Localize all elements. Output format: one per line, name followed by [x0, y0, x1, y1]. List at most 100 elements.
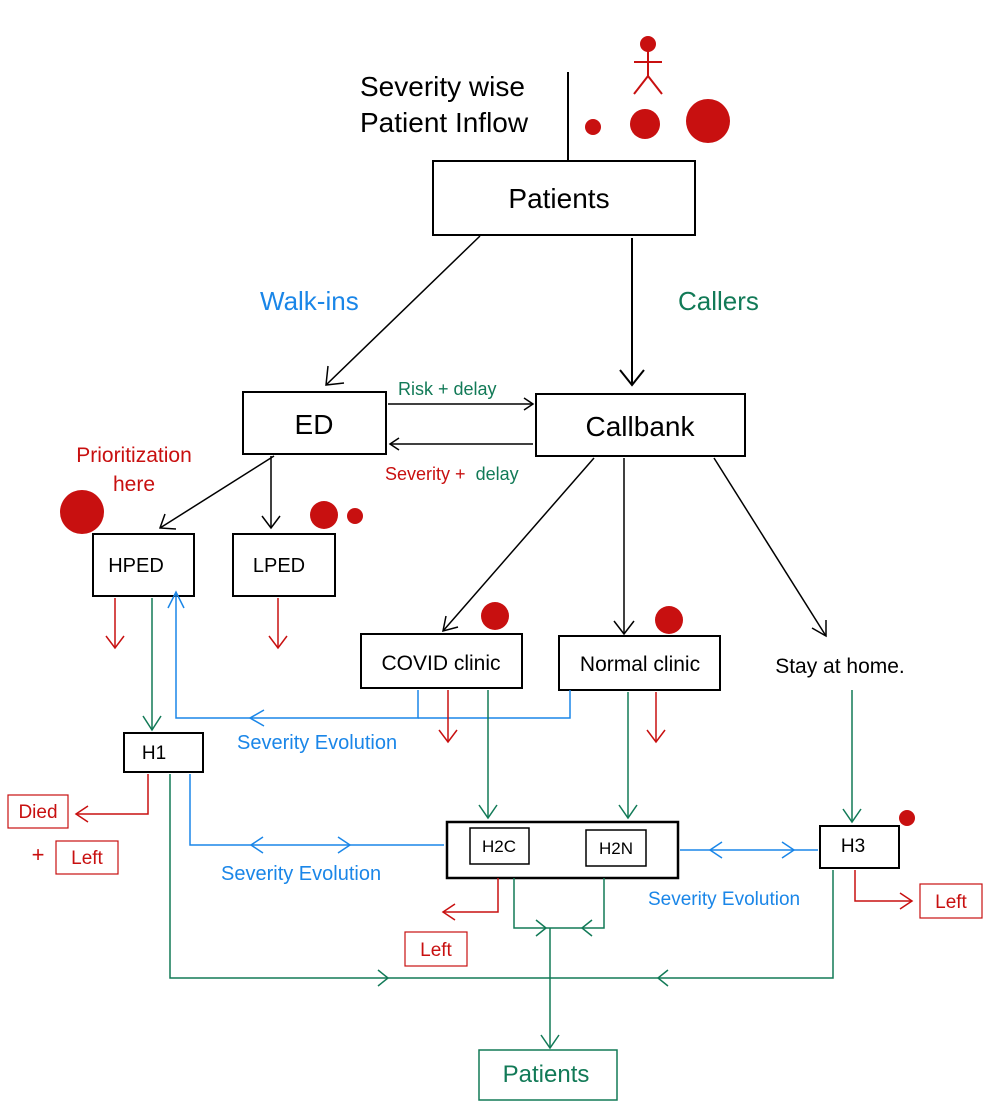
- covid-exit-arrowhead: [438, 729, 458, 744]
- lped-severity-dot-medium: [310, 501, 338, 529]
- h3-label: H3: [841, 836, 865, 857]
- prioritization-line1: Prioritization: [76, 444, 192, 467]
- covid-severity-dot: [481, 602, 509, 630]
- lped-severity-dot-small: [347, 508, 363, 524]
- h2n-outflow-arrowhead: [580, 919, 593, 937]
- h1-label: H1: [142, 743, 166, 764]
- h2c-label: H2C: [482, 837, 516, 856]
- covid-clinic-label: COVID clinic: [381, 652, 500, 675]
- callbank-to-home-arrowhead: [811, 620, 827, 638]
- patients-out-box: [478, 1049, 618, 1101]
- severity-delay-part1: Severity +: [385, 464, 466, 484]
- h1-box: [123, 732, 204, 773]
- h2-h3-severity-arrowhead-left: [708, 841, 723, 859]
- h1-severity-arrowhead-right: [337, 836, 352, 854]
- ed-box: [242, 391, 387, 455]
- prioritization-line2: here: [113, 473, 155, 496]
- inflow-title-line1: Severity wise: [360, 71, 525, 102]
- ed-to-hped-arrow: [159, 455, 275, 529]
- h2n-label: H2N: [599, 839, 633, 858]
- hped-severity-arrowhead: [167, 590, 185, 609]
- h1-outflow-arrowhead: [377, 969, 390, 987]
- caller-arrowhead: [619, 369, 645, 387]
- h2n-box: [585, 829, 647, 867]
- lped-label: LPED: [253, 555, 305, 577]
- lped-box: [232, 533, 336, 597]
- died-box: [7, 794, 69, 829]
- walkin-arrowhead: [325, 365, 345, 386]
- walk-ins-label: Walk-ins: [260, 286, 359, 316]
- hped-severity-dot: [60, 490, 104, 534]
- normal-clinic-box: [558, 635, 721, 691]
- callbank-label: Callbank: [586, 411, 696, 442]
- h3-outflow-line: [556, 870, 834, 979]
- person-icon: [633, 36, 663, 95]
- covid-to-h2c-arrowhead: [478, 804, 498, 820]
- normal-to-h2n-arrowhead: [618, 804, 638, 820]
- h1-exit-arrowhead: [74, 805, 89, 823]
- normal-clinic-severity-line: [418, 690, 571, 719]
- callbank-to-home-arrow: [713, 457, 827, 637]
- inflow-title-line2: Patient Inflow: [360, 107, 529, 138]
- h2c-box: [469, 827, 530, 865]
- normal-clinic-label: Normal clinic: [580, 653, 700, 676]
- severity-evolution-h3-label: Severity Evolution: [648, 889, 800, 910]
- hped-to-h1-arrowhead: [142, 715, 162, 732]
- left-h1-box: [55, 840, 119, 875]
- h1-exit-line: [76, 774, 149, 815]
- callers-label: Callers: [678, 286, 759, 316]
- ed-to-hped-arrowhead: [158, 513, 177, 530]
- callbank-box: [535, 393, 746, 457]
- left-h1-label: Left: [71, 848, 103, 869]
- clinics-severity-evolution-line: [175, 592, 419, 719]
- ed-to-lped-arrowhead: [261, 515, 281, 530]
- lped-exit-arrowhead: [268, 635, 288, 650]
- patients-in-box: [432, 160, 696, 236]
- hped-box: [92, 533, 195, 597]
- stay-home-label: Stay at home.: [775, 655, 905, 678]
- patients-out-label: Patients: [503, 1061, 590, 1088]
- h3-box: [819, 825, 900, 869]
- left-h3-box: [919, 883, 983, 919]
- h3-severity-dot: [899, 810, 915, 826]
- covid-clinic-box: [360, 633, 523, 689]
- severity-delay-label: Severity + delay: [385, 464, 519, 484]
- hped-label: HPED: [108, 555, 164, 577]
- h3-exit-line: [854, 870, 912, 902]
- home-to-h3-arrowhead: [842, 808, 862, 824]
- h1-severity-arrowhead-left: [249, 836, 264, 854]
- severity-delay-part2: delay: [476, 464, 519, 484]
- final-outflow-arrowhead: [540, 1034, 560, 1050]
- severity-dot-large: [686, 99, 730, 143]
- left-h3-label: Left: [935, 892, 967, 913]
- walkin-arrow: [325, 235, 481, 386]
- severity-evolution-h1-label: Severity Evolution: [221, 863, 381, 885]
- h2c-outflow-line: [513, 878, 605, 929]
- severity-dot-medium: [630, 109, 660, 139]
- risk-delay-label: Risk + delay: [398, 379, 497, 399]
- h3-outflow-arrowhead: [656, 969, 669, 987]
- patients-in-label: Patients: [508, 183, 609, 214]
- left-h2-box: [404, 931, 468, 967]
- normal-exit-arrowhead: [646, 729, 666, 744]
- h1-outflow-line: [169, 774, 556, 979]
- severity-evolution-clinics-label: Severity Evolution: [237, 732, 397, 754]
- callbank-to-ed-arrowhead: [388, 437, 400, 451]
- severity-dot-small: [585, 119, 601, 135]
- h3-exit-arrowhead: [899, 892, 914, 910]
- callbank-to-covid-arrowhead: [442, 615, 459, 633]
- plus-label: +: [32, 842, 45, 867]
- hped-exit-arrowhead: [105, 635, 125, 650]
- h2c-outflow-arrowhead: [535, 919, 548, 937]
- h2-exit-arrowhead: [441, 903, 456, 921]
- callbank-to-normal-arrowhead: [613, 620, 635, 636]
- h2-h3-severity-arrowhead-right: [781, 841, 796, 859]
- h1-severity-line: [189, 774, 444, 846]
- died-label: Died: [18, 802, 57, 823]
- clinics-severity-midarrow: [248, 709, 265, 727]
- ed-to-callbank-arrowhead: [523, 397, 535, 411]
- h2-exit-line: [443, 878, 499, 913]
- callbank-to-covid-arrow: [442, 457, 595, 632]
- ed-label: ED: [295, 409, 334, 440]
